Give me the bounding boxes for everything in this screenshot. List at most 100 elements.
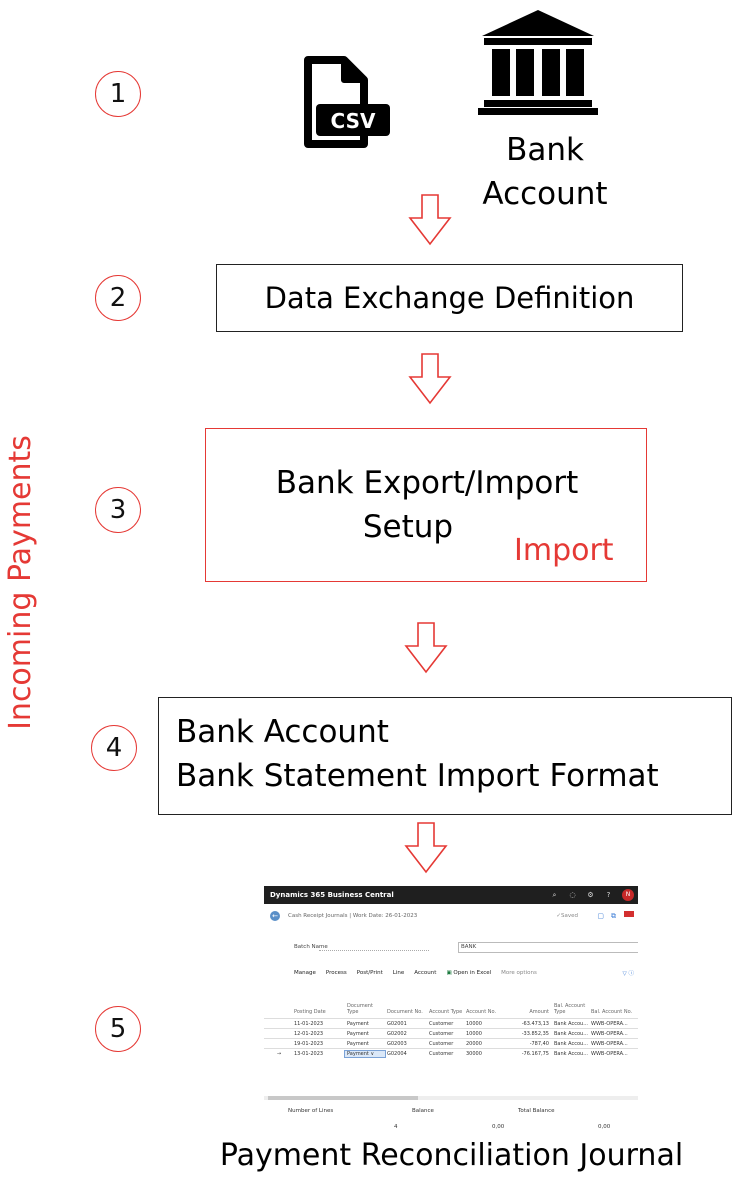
header-posting-date[interactable]: Posting Date (294, 1009, 326, 1015)
open-in-excel-label: Open in Excel (453, 970, 492, 976)
table-row[interactable]: 11-01-2023 Payment G02001 Customer 10000… (264, 1018, 638, 1028)
business-central-screenshot: Dynamics 365 Business Central ⌕ ◌ ⚙ ? N … (264, 886, 638, 1136)
open-new-window-icon[interactable]: ⧉ (611, 911, 616, 920)
cell-posting-date[interactable]: 13-01-2023 (294, 1050, 324, 1057)
cell-document-type[interactable]: Payment (347, 1040, 369, 1047)
bookmark-icon[interactable]: ▢ (597, 912, 604, 920)
header-document-type[interactable]: Document Type (347, 1003, 373, 1015)
cell-bal-account-type[interactable]: Bank Accou... (554, 1040, 588, 1047)
cell-posting-date[interactable]: 11-01-2023 (294, 1020, 324, 1027)
batch-name-input[interactable]: BANK (458, 942, 638, 953)
bank-account-label: Bank Account (460, 128, 630, 216)
cell-amount[interactable]: -33.852,35 (521, 1030, 549, 1037)
cell-bal-account-type[interactable]: Bank Accou... (554, 1020, 588, 1027)
document-type-select[interactable]: Payment ∨ (344, 1049, 386, 1058)
avatar[interactable]: N (622, 889, 634, 901)
bc-app-title: Dynamics 365 Business Central (270, 891, 394, 899)
header-amount[interactable]: Amount (529, 1009, 549, 1015)
cell-bal-account-no[interactable]: WWB-OPERA... (591, 1050, 628, 1057)
number-of-lines-value: 4 (394, 1124, 398, 1130)
journal-lines-table: Posting Date Document Type Document No. … (264, 986, 638, 1058)
cell-account-type[interactable]: Customer (429, 1030, 454, 1037)
cell-account-no[interactable]: 10000 (466, 1030, 482, 1037)
cell-account-no[interactable]: 10000 (466, 1020, 482, 1027)
row-indicator-arrow: → (276, 1050, 282, 1057)
menu-manage[interactable]: Manage (294, 970, 316, 976)
help-icon[interactable]: ? (606, 890, 611, 899)
table-row[interactable]: 12-01-2023 Payment G02002 Customer 10000… (264, 1028, 638, 1038)
bank-export-import-setup-label: Bank Export/Import Setup (206, 461, 648, 549)
data-exchange-definition-box: Data Exchange Definition (216, 264, 683, 332)
header-bal-account-no[interactable]: Bal. Account No. (591, 1009, 633, 1015)
cell-amount[interactable]: -63.473,13 (521, 1020, 549, 1027)
cell-bal-account-no[interactable]: WWB-OPERA... (591, 1030, 628, 1037)
cell-account-type[interactable]: Customer (429, 1050, 454, 1057)
balance-value: 0,00 (492, 1124, 505, 1130)
down-arrow-4 (404, 822, 448, 874)
csv-label: CSV (331, 109, 376, 133)
table-row-selected[interactable]: → 13-01-2023 Payment ∨ G02004 Customer 3… (264, 1048, 638, 1058)
cell-amount[interactable]: -787,40 (529, 1040, 549, 1047)
cell-bal-account-type[interactable]: Bank Accou... (554, 1050, 588, 1057)
cell-account-type[interactable]: Customer (429, 1040, 454, 1047)
down-arrow-3 (404, 622, 448, 674)
bc-breadcrumb: Cash Receipt Journals | Work Date: 26-01… (288, 913, 418, 919)
bc-title-bar: Dynamics 365 Business Central ⌕ ◌ ⚙ ? N (264, 886, 638, 904)
csv-file-icon: CSV (300, 56, 392, 152)
collapse-icon[interactable] (624, 911, 634, 917)
cell-document-no[interactable]: G02004 (387, 1050, 407, 1057)
payment-reconciliation-journal-label: Payment Reconciliation Journal (219, 1138, 684, 1173)
bell-icon[interactable]: ◌ (569, 890, 576, 899)
import-tag: Import (514, 533, 614, 568)
menu-line[interactable]: Line (392, 970, 405, 976)
cell-document-type[interactable]: Payment (347, 1030, 369, 1037)
bc-subheader: ← Cash Receipt Journals | Work Date: 26-… (264, 904, 638, 928)
cell-posting-date[interactable]: 12-01-2023 (294, 1030, 324, 1037)
step-4-number: 4 (91, 725, 137, 771)
cell-document-no[interactable]: G02001 (387, 1020, 407, 1027)
cell-document-type[interactable]: Payment (347, 1020, 369, 1027)
cell-bal-account-type[interactable]: Bank Accou... (554, 1030, 588, 1037)
bank-account-import-format-label: Bank Account Bank Statement Import Forma… (176, 710, 659, 798)
step-2-number: 2 (95, 275, 141, 321)
filter-icon[interactable]: ▽ ⓘ (622, 971, 634, 977)
back-arrow-icon[interactable]: ← (270, 911, 280, 921)
incoming-payments-label: Incoming Payments (0, 412, 40, 752)
bank-export-import-setup-box: Bank Export/Import Setup Import (205, 428, 647, 582)
open-in-excel-button[interactable]: ▣ Open in Excel (446, 970, 492, 976)
cell-account-no[interactable]: 20000 (466, 1040, 482, 1047)
down-arrow-1 (408, 194, 452, 246)
total-balance-value: 0,00 (598, 1124, 611, 1130)
table-row[interactable]: 19-01-2023 Payment G02003 Customer 20000… (264, 1038, 638, 1048)
menu-account[interactable]: Account (414, 970, 437, 976)
menu-post-print[interactable]: Post/Print (356, 970, 383, 976)
cell-bal-account-no[interactable]: WWB-OPERA... (591, 1040, 628, 1047)
gear-icon[interactable]: ⚙ (587, 890, 594, 899)
step-3-number: 3 (95, 487, 141, 533)
balance-label: Balance (412, 1108, 434, 1114)
cell-account-type[interactable]: Customer (429, 1020, 454, 1027)
header-document-no[interactable]: Document No. (387, 1009, 423, 1015)
data-exchange-definition-label: Data Exchange Definition (264, 281, 635, 315)
bank-icon (476, 8, 600, 116)
menu-process[interactable]: Process (325, 970, 347, 976)
step-5-number: 5 (95, 1006, 141, 1052)
scrollbar-thumb[interactable] (268, 1096, 418, 1100)
header-account-type[interactable]: Account Type (429, 1009, 463, 1015)
cell-account-no[interactable]: 30000 (466, 1050, 482, 1057)
cell-document-no[interactable]: G02002 (387, 1030, 407, 1037)
horizontal-scrollbar[interactable] (264, 1096, 638, 1100)
cell-bal-account-no[interactable]: WWB-OPERA... (591, 1020, 628, 1027)
cell-posting-date[interactable]: 19-01-2023 (294, 1040, 324, 1047)
table-header: Posting Date Document Type Document No. … (264, 986, 638, 1018)
bank-account-line2: Account (482, 176, 608, 212)
cell-amount[interactable]: -76.167,75 (521, 1050, 549, 1057)
header-account-no[interactable]: Account No. (466, 1009, 497, 1015)
cell-document-no[interactable]: G02003 (387, 1040, 407, 1047)
bank-account-line1: Bank (506, 132, 584, 168)
more-options-button[interactable]: More options (501, 970, 537, 976)
header-bal-account-type[interactable]: Bal. Account Type (554, 1003, 586, 1015)
bc-action-bar: Manage Process Post/Print Line Account ▣… (294, 969, 638, 977)
search-icon[interactable]: ⌕ (552, 890, 557, 899)
bank-account-import-format-box: Bank Account Bank Statement Import Forma… (158, 697, 732, 815)
